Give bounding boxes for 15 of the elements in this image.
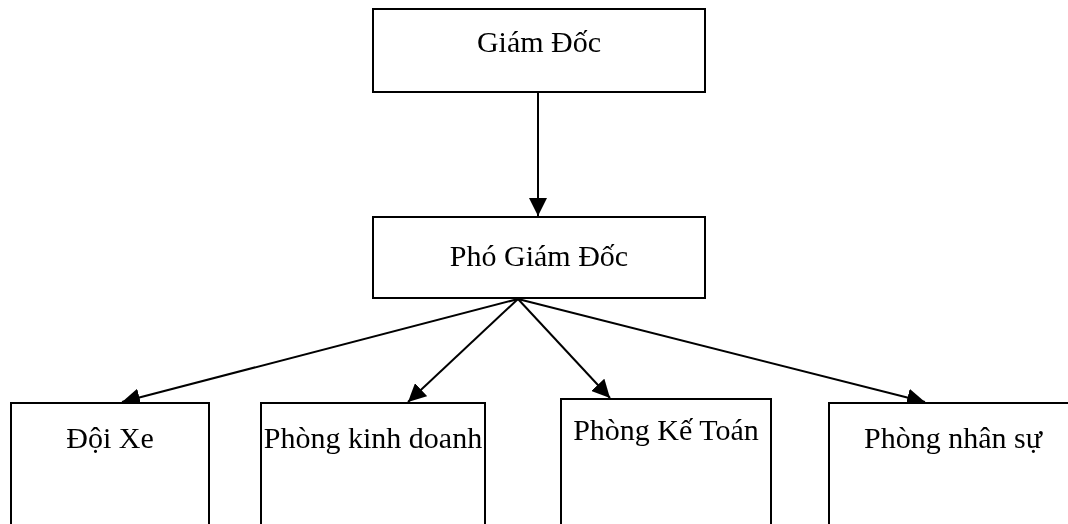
- arrow: [407, 298, 519, 403]
- org-box: [372, 8, 706, 93]
- org-box: [372, 216, 706, 299]
- box-label: Phòng Kế Toán: [573, 412, 759, 448]
- box-label: Phó Giám Đốc: [449, 238, 629, 274]
- org-box: [10, 402, 210, 524]
- org-box: [828, 402, 1068, 524]
- arrow: [529, 92, 547, 217]
- org-box: [560, 398, 772, 524]
- box-label: Đội Xe: [66, 420, 154, 456]
- arrow: [517, 298, 611, 399]
- org-box: [260, 402, 486, 524]
- box-label: Giám Đốc: [476, 24, 602, 60]
- box-label: Phòng kinh doanh: [263, 420, 483, 456]
- box-label: Phòng nhân sự: [864, 420, 1042, 456]
